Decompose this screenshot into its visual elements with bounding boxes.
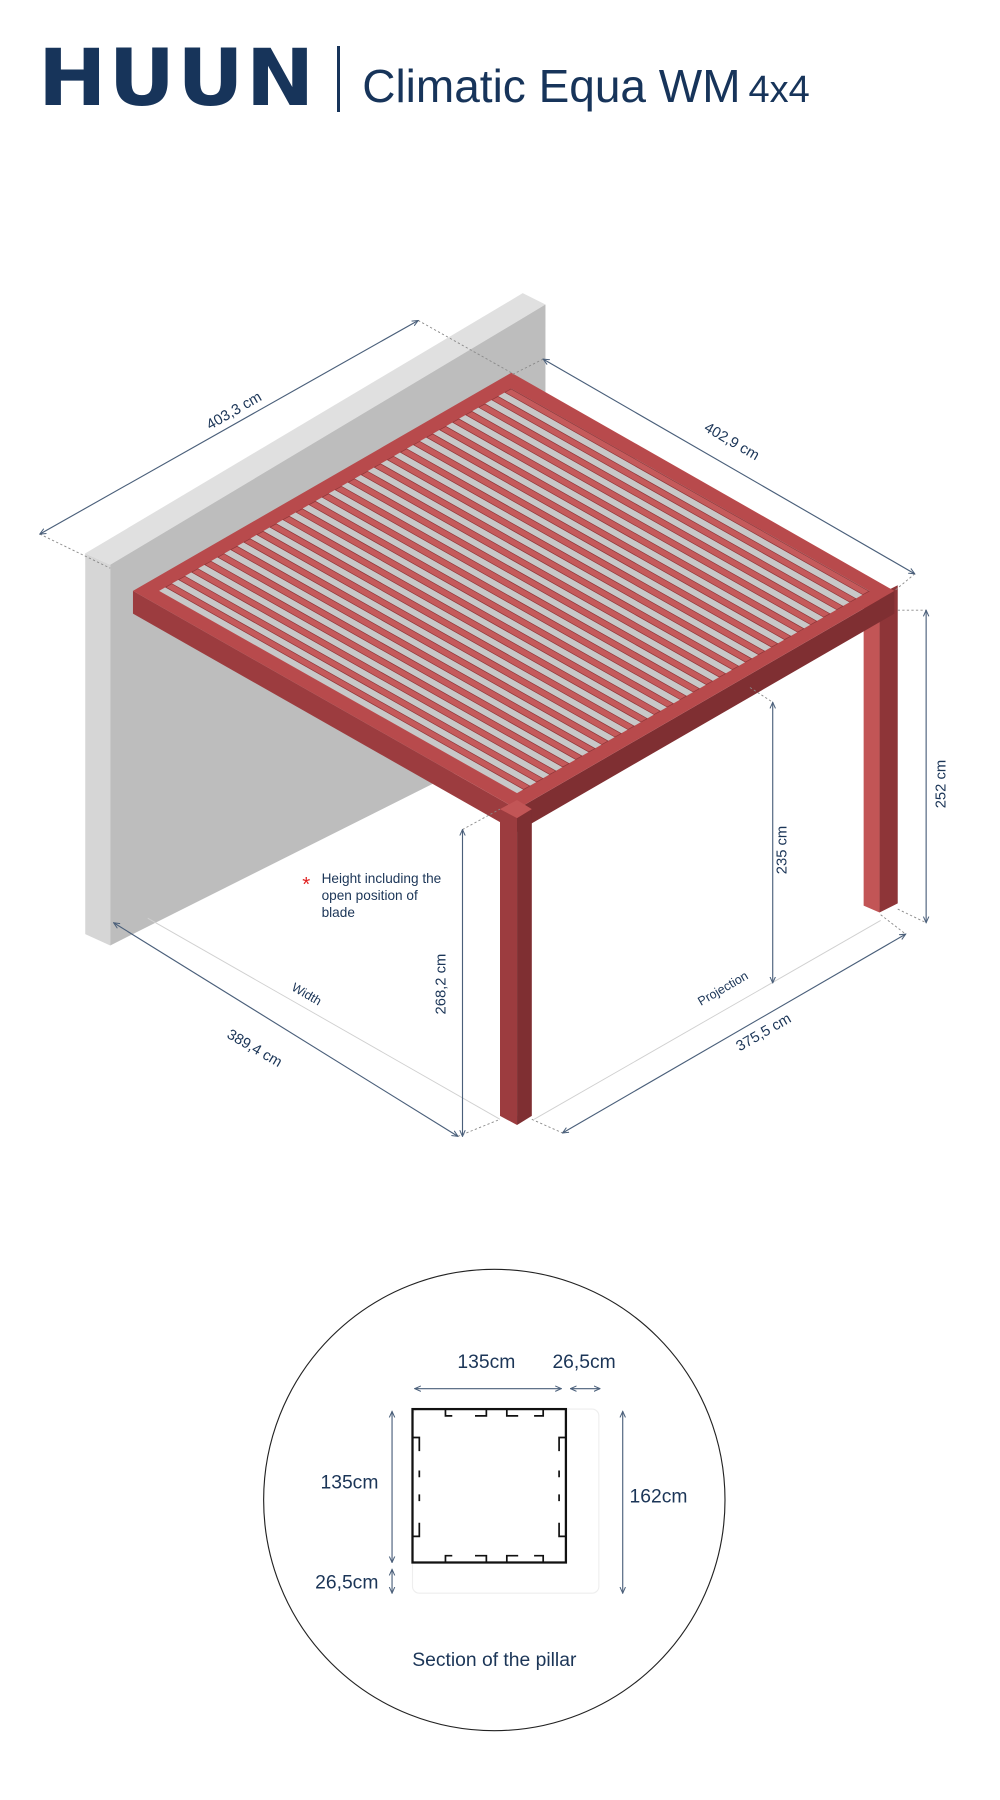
dim-projection: 375,5 cm (734, 1011, 795, 1055)
roof-blade (164, 583, 531, 790)
header-divider (337, 46, 341, 112)
pillar-section: 135cm 26,5cm 135cm 26,5cm 162cm Section … (263, 1268, 726, 1732)
note-line-2: open position of (322, 888, 418, 903)
right-pillar (863, 585, 898, 913)
brand-logo: HUUN (38, 34, 317, 124)
section-caption: Section of the pillar (412, 1650, 577, 1671)
note-line-1: Height including the (322, 871, 442, 886)
front-pillar (500, 800, 532, 1125)
section-right-162: 162cm (630, 1486, 688, 1507)
roof-blade (217, 553, 583, 760)
dim-width: 389,4 cm (224, 1027, 285, 1071)
width-label: Width (289, 980, 324, 1008)
dim-inner-height: 235 cm (774, 826, 790, 874)
dim-top-left: 403,3 cm (204, 389, 265, 433)
section-top-26-5: 26,5cm (552, 1352, 615, 1373)
section-top-135: 135cm (457, 1352, 515, 1373)
roof-blade (191, 568, 557, 775)
dimension-lines (40, 320, 926, 1136)
roof-blade (243, 538, 609, 745)
dim-top-right: 402,9 cm (701, 420, 762, 464)
product-name: Climatic Equa WM (362, 60, 741, 112)
note-line-3: blade (322, 905, 355, 920)
product-size: 4x4 (748, 69, 810, 111)
projection-label: Projection (695, 969, 750, 1009)
roof-blade (177, 575, 544, 783)
dim-right-height: 252 cm (933, 760, 949, 808)
asterisk-icon: * (302, 873, 310, 896)
section-left-26-5: 26,5cm (315, 1573, 378, 1594)
dim-front-height: 268,2 cm (433, 954, 449, 1015)
guide-lines (39, 320, 927, 1137)
roof-blade (230, 545, 596, 753)
roof-blade (204, 560, 570, 768)
section-left-135: 135cm (320, 1473, 378, 1494)
